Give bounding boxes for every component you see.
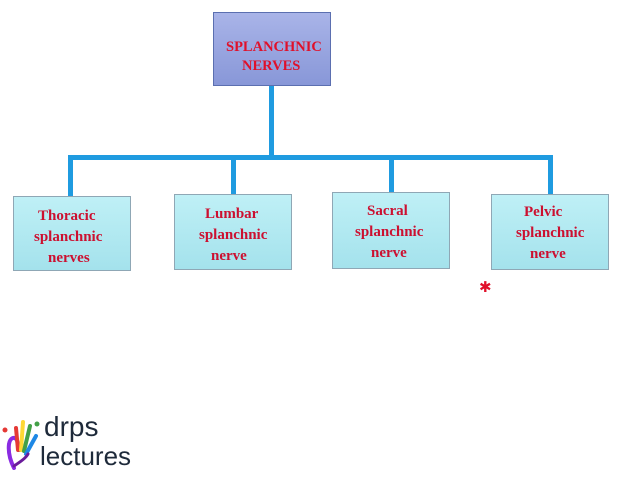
root-label-line2: NERVES [242,58,301,74]
logo-text-drps: drps [44,411,99,442]
hand-logo-icon [2,420,40,470]
child-label-line: Thoracic [38,208,96,224]
child-label-line: Pelvic [524,204,563,220]
root-node-splanchnic-nerves: SPLANCHNIC NERVES [213,12,331,86]
star-icon: ✱ [479,278,492,296]
connector-drop-thoracic [68,155,73,198]
connector-horizontal-bar [68,155,553,160]
connector-drop-sacral [389,155,394,192]
child-label-line: nerve [530,246,566,262]
drps-lectures-logo: drps lectures [0,410,140,472]
child-label-line: splanchnic [34,229,103,245]
child-label-line: Sacral [367,203,408,219]
child-node-pelvic: Pelvic splanchnic nerve [491,194,609,270]
connector-drop-lumbar [231,155,236,195]
root-label-line1: SPLANCHNIC [226,39,322,55]
child-label-line: nerve [211,248,247,264]
child-node-sacral: Sacral splanchnic nerve [332,192,450,269]
child-node-lumbar: Lumbar splanchnic nerve [174,194,292,270]
child-label-line: splanchnic [355,224,424,240]
connector-drop-pelvic [548,155,553,195]
connector-root-stem [269,86,274,157]
child-label-line: Lumbar [205,206,259,222]
child-label-line: splanchnic [199,227,268,243]
child-label-line: splanchnic [516,225,585,241]
child-label-line: nerve [371,245,407,261]
child-node-thoracic: Thoracic splanchnic nerves [13,196,131,271]
logo-text-lectures: lectures [40,441,132,471]
child-label-line: nerves [48,250,90,266]
